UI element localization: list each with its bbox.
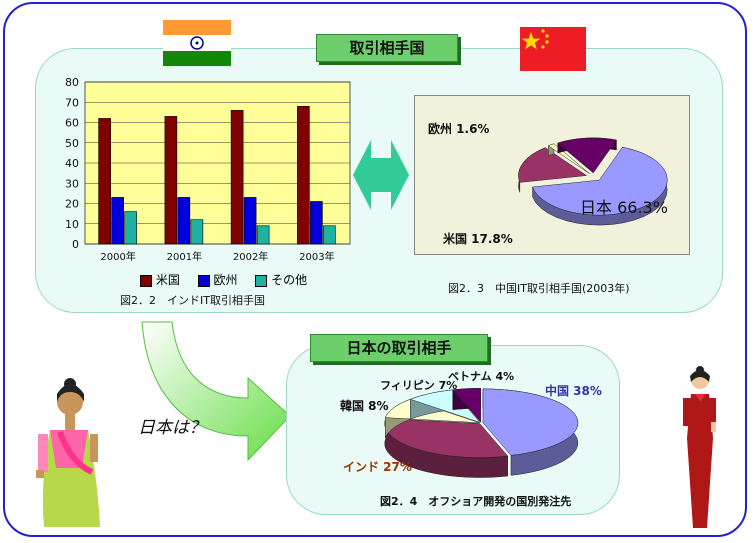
china-label-us: 米国 17.8% xyxy=(443,232,513,246)
japan-label-china: 中国 38% xyxy=(545,384,602,398)
bottom-panel-title: 日本の取引相手 xyxy=(310,334,488,362)
pie-slice xyxy=(518,147,588,183)
bar xyxy=(124,211,137,245)
bar xyxy=(164,116,178,245)
japan-label-india: インド 27% xyxy=(343,460,412,474)
bar xyxy=(230,110,244,245)
bar-legend: 米国 欧州 その他 xyxy=(140,271,307,288)
bar xyxy=(243,197,257,245)
indian-woman-illustration xyxy=(36,378,100,527)
legend-swatch-europe xyxy=(197,274,210,287)
bar xyxy=(111,197,124,245)
india-flag-icon xyxy=(163,20,231,66)
china-chart-caption: 図2．3 中国IT取引相手国(2003年) xyxy=(448,282,630,295)
bar xyxy=(297,105,310,245)
pie-slice xyxy=(482,388,579,456)
question-text: 日本は？ xyxy=(138,418,206,438)
top-panel-title: 取引相手国 xyxy=(316,34,458,62)
bar xyxy=(190,219,204,245)
y-tick-label: 10 xyxy=(65,218,79,231)
legend-swatch-other xyxy=(255,274,268,287)
pie-slice xyxy=(452,388,481,423)
x-tick-label: 2002年 xyxy=(233,250,268,263)
china-label-europe: 欧州 1.6% xyxy=(428,122,490,136)
japan-label-philippines: フィリピン 7% xyxy=(380,379,458,392)
y-tick-label: 70 xyxy=(65,96,79,109)
legend-swatch-us xyxy=(140,274,152,287)
y-tick-label: 0 xyxy=(72,238,79,251)
legend-label-europe: 欧州 xyxy=(213,273,238,287)
japan-label-korea: 韓国 8% xyxy=(340,399,389,413)
y-tick-label: 40 xyxy=(65,157,79,170)
china-flag-icon xyxy=(520,27,586,71)
bar xyxy=(256,225,270,245)
y-tick-label: 20 xyxy=(65,198,79,211)
x-tick-label: 2000年 xyxy=(100,250,135,263)
bar xyxy=(310,201,323,245)
japan-label-vietnam: ベトナム 4% xyxy=(448,370,515,383)
india-bar-chart: 0 10 20 30 40 50 60 70 80 2000年 2001年 2002年 2003年 xyxy=(65,76,351,263)
y-tick-label: 50 xyxy=(65,137,79,150)
legend-label-us: 米国 xyxy=(155,273,180,287)
japan-chart-caption: 図2．4 オフショア開発の国別発注先 xyxy=(380,495,572,508)
pie-slice xyxy=(532,146,668,216)
y-tick-label: 30 xyxy=(65,177,79,190)
legend-label-other: その他 xyxy=(271,273,308,287)
pie-slice xyxy=(557,137,617,174)
india-chart-caption: 図2．2 インドIT取引相手国 xyxy=(120,294,265,307)
china-label-japan: 日本 66.3% xyxy=(580,198,668,217)
chinese-woman-illustration xyxy=(683,366,716,528)
y-tick-label: 60 xyxy=(65,117,79,130)
bar xyxy=(98,118,111,245)
bar xyxy=(177,197,191,245)
japan-pie-chart xyxy=(384,388,579,478)
curved-arrow-icon xyxy=(141,321,291,462)
x-tick-label: 2003年 xyxy=(299,250,334,263)
y-tick-label: 80 xyxy=(65,76,79,89)
bar xyxy=(323,225,336,245)
double-arrow-icon xyxy=(353,140,409,210)
x-tick-label: 2001年 xyxy=(167,250,202,263)
pie-slice xyxy=(409,389,481,423)
china-pie-chart xyxy=(518,137,668,226)
